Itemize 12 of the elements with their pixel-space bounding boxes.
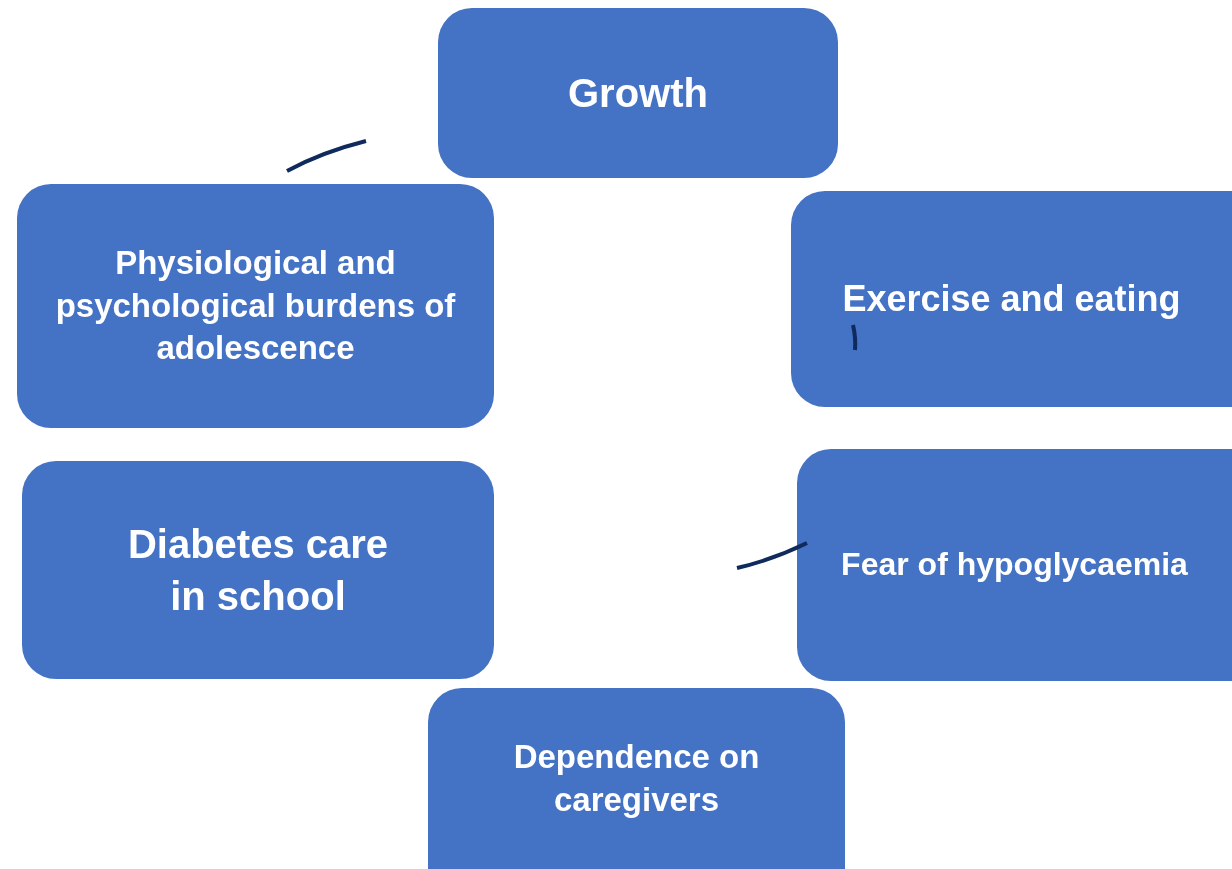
box-label: Physiological and psychological burdens of adolescence [54,242,457,369]
box-label: Dependence on caregivers [512,736,761,820]
rounded-box [438,8,838,178]
box-label: Growth [568,70,708,117]
box-label: Fear of hypoglycaemia [841,545,1188,585]
box-label: Exercise and eating [842,276,1181,321]
rounded-box [22,461,494,679]
rounded-box [428,688,845,869]
rounded-box [797,449,1232,681]
rounded-box [791,191,1232,407]
box-label: Diabetes care in school [126,521,390,620]
rounded-box [17,184,494,428]
